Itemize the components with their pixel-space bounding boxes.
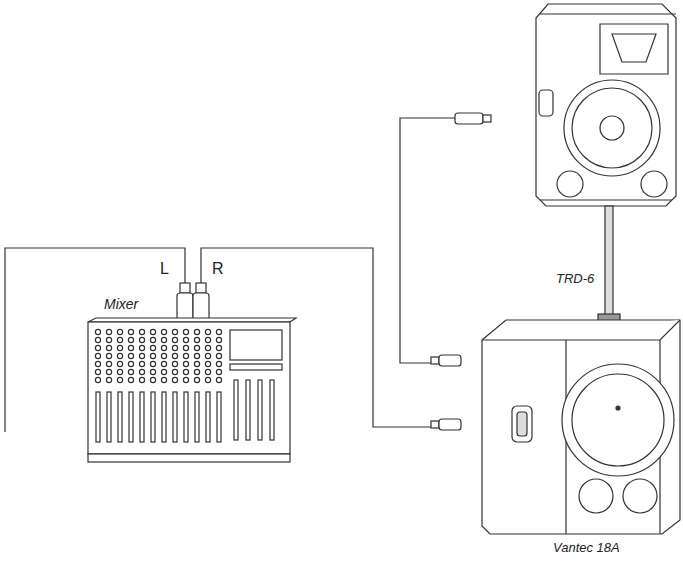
connector-label: L — [160, 260, 169, 278]
cable-link — [400, 118, 455, 363]
mixer-symbol — [88, 318, 296, 462]
connector-label: R — [212, 260, 224, 278]
device-label: Mixer — [104, 297, 138, 312]
top-speaker — [536, 4, 676, 322]
device-label: Vantec 18A — [553, 541, 620, 555]
subwoofer — [482, 320, 680, 534]
device-label: TRD-6 — [556, 272, 594, 286]
mixer-plugs — [177, 283, 209, 321]
